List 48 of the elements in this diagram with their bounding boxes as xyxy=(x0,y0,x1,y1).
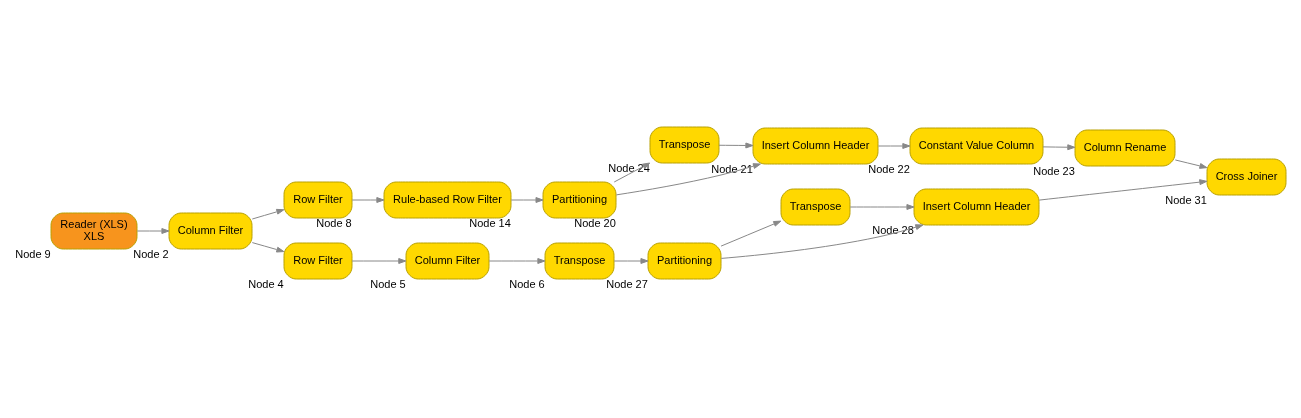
node-box: Row Filter xyxy=(283,181,353,219)
arrow xyxy=(849,204,915,210)
node-box: Column Filter xyxy=(168,212,253,250)
arrow xyxy=(720,224,924,259)
node-box: Constant Value Column xyxy=(909,127,1044,165)
node-box: Column Filter xyxy=(405,242,490,280)
arrow xyxy=(613,162,651,183)
arrow xyxy=(351,197,385,203)
node-label: Node 23 xyxy=(1033,164,1075,177)
node-box: Transpose xyxy=(649,126,720,164)
arrow xyxy=(877,143,911,149)
arrow xyxy=(1174,159,1208,169)
arrow xyxy=(488,258,546,264)
node-label: Node 21 xyxy=(711,162,753,175)
node-label: Node 27 xyxy=(606,277,648,290)
arrow xyxy=(510,197,544,203)
node-box: Rule-based Row Filter xyxy=(383,181,512,219)
arrow xyxy=(718,142,754,149)
arrow xyxy=(1042,144,1076,151)
node-label: Node 22 xyxy=(868,162,910,175)
node-label: Node 31 xyxy=(1165,193,1207,206)
arrow xyxy=(1038,179,1208,201)
arrow xyxy=(720,220,782,247)
node-box: Partitioning xyxy=(647,242,722,280)
node-label: Node 6 xyxy=(509,277,545,290)
node-box: Transpose xyxy=(780,188,851,226)
node-box: Insert Column Header xyxy=(752,127,879,165)
node-label: Node 20 xyxy=(574,216,616,229)
arrow xyxy=(251,208,285,220)
node-box: Reader (XLS) XLS xyxy=(50,212,138,250)
node-box: Row Filter xyxy=(283,242,353,280)
arrow xyxy=(615,163,761,196)
node-label: Node 4 xyxy=(248,277,284,290)
arrow xyxy=(351,258,407,264)
node-label: Node 8 xyxy=(316,216,352,229)
node-box: Cross Joiner xyxy=(1206,158,1287,196)
node-label: Node 5 xyxy=(370,277,406,290)
node-label: Node 14 xyxy=(469,216,511,229)
node-box: Insert Column Header xyxy=(913,188,1040,226)
node-label: Node 2 xyxy=(133,247,169,260)
arrow xyxy=(136,228,170,234)
arrow xyxy=(251,242,285,253)
node-box: Transpose xyxy=(544,242,615,280)
node-label: Node 9 xyxy=(15,247,51,260)
node-label: Node 28 xyxy=(872,223,914,236)
node-box: Column Rename xyxy=(1074,129,1176,167)
arrow xyxy=(613,258,649,264)
node-box: Partitioning xyxy=(542,181,617,219)
